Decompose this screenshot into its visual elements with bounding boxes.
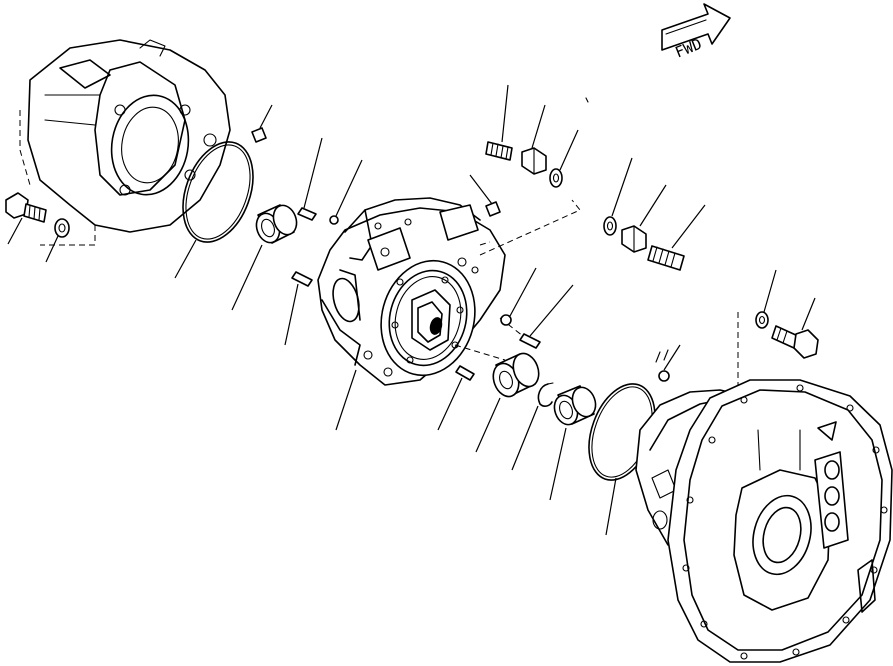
body-top-plug	[469, 174, 501, 217]
right-mount-washer	[755, 269, 777, 329]
snap-ring	[511, 382, 554, 471]
lower-washer	[603, 157, 633, 236]
small-screw-upper	[329, 159, 363, 225]
dowel-pin-lower	[284, 271, 313, 346]
upper-stud-bolt	[485, 84, 513, 161]
fwd-arrow-badge: FWD	[661, 3, 731, 62]
upper-washer	[549, 129, 579, 188]
right-mount-bolt	[771, 297, 819, 359]
left-pump-housing	[19, 39, 231, 246]
lower-pin	[437, 365, 475, 431]
right-roller-bearing	[549, 385, 597, 501]
left-o-ring	[174, 141, 254, 279]
stray-mark	[585, 97, 589, 103]
left-mount-bolt	[5, 192, 47, 245]
center-roller-bearing	[475, 352, 540, 453]
left-roller-bearing	[231, 204, 298, 311]
dowel-pin-upper	[297, 137, 323, 221]
upper-nut	[521, 104, 547, 175]
center-pump-body	[317, 197, 506, 431]
lower-nut	[621, 184, 667, 253]
lower-stud-bolt	[647, 204, 706, 271]
center-small-screw	[500, 267, 537, 326]
center-dowel-pin	[519, 284, 574, 349]
flywheel-housing	[635, 379, 893, 663]
right-small-plug	[655, 344, 681, 382]
left-mount-washer	[45, 218, 70, 263]
left-small-plug	[251, 104, 273, 143]
